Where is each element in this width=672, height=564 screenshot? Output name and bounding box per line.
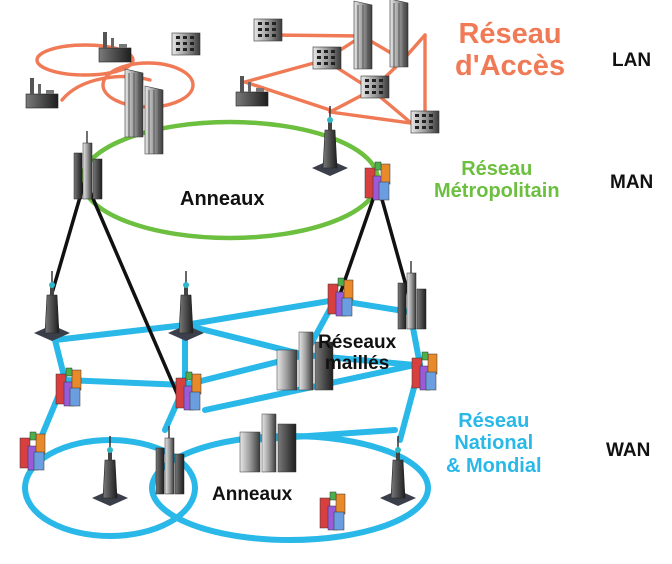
skyscraper-icon bbox=[144, 85, 164, 155]
national-network-label: Réseau National & Mondial bbox=[446, 410, 542, 477]
factory-icon bbox=[25, 77, 59, 109]
wan-label: WAN bbox=[606, 440, 651, 461]
colored-building-icon bbox=[319, 491, 346, 531]
office-building-icon bbox=[410, 110, 440, 134]
office-building-icon bbox=[360, 75, 390, 99]
skyscraper-icon bbox=[91, 435, 129, 507]
metro-label-line2: Métropolitain bbox=[434, 180, 560, 203]
metro-network-label: Réseau Métropolitain bbox=[434, 158, 560, 203]
mesh-network-label: Réseaux maillés bbox=[318, 332, 396, 375]
access-label-line2: d'Accès bbox=[455, 50, 566, 83]
colored-building-icon bbox=[55, 367, 82, 407]
skyscraper-icon bbox=[389, 0, 409, 68]
ring-top-label: Anneaux bbox=[180, 188, 265, 210]
metro-label-line1: Réseau bbox=[461, 158, 533, 180]
mesh-label-line2: maillés bbox=[324, 353, 390, 375]
lan-label: LAN bbox=[612, 50, 652, 71]
colored-building-icon bbox=[175, 371, 202, 411]
office-building-icon bbox=[239, 413, 297, 473]
skyscraper-icon bbox=[124, 68, 144, 138]
skyscraper-icon bbox=[155, 425, 185, 495]
colored-building-icon bbox=[327, 277, 354, 317]
access-label-line1: Réseau bbox=[458, 18, 562, 50]
skyscraper-icon bbox=[353, 0, 373, 70]
office-building-icon bbox=[171, 32, 201, 56]
colored-building-icon bbox=[364, 161, 391, 201]
man-label: MAN bbox=[610, 172, 654, 193]
mesh-label-line1: Réseaux bbox=[318, 332, 397, 353]
national-label-line3: & Mondial bbox=[446, 454, 542, 477]
skyscraper-icon bbox=[379, 435, 417, 507]
access-network-label: Réseau d'Accès bbox=[455, 18, 565, 83]
national-label-line2: National bbox=[454, 432, 534, 455]
skyscraper-icon bbox=[73, 130, 103, 200]
national-label-line1: Réseau bbox=[458, 410, 530, 432]
office-building-icon bbox=[253, 18, 283, 42]
ring-bottom-label: Anneaux bbox=[212, 484, 293, 505]
colored-building-icon bbox=[19, 431, 46, 471]
skyscraper-icon bbox=[33, 270, 71, 342]
access-network-links bbox=[35, 33, 427, 127]
office-building-icon bbox=[312, 46, 342, 70]
